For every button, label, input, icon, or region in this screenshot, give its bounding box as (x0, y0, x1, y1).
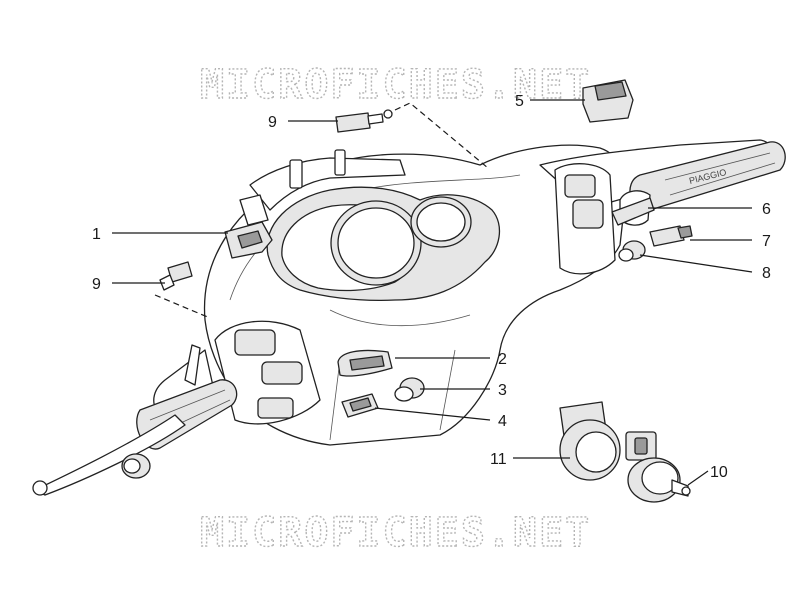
part-4-switch (341, 393, 379, 418)
part-10-ignition-lock (625, 431, 691, 503)
mirror-bracket (239, 149, 406, 226)
instrument-cluster (266, 186, 501, 302)
part-5-switch (582, 79, 634, 123)
part-9-bulb-top (335, 109, 393, 133)
callout-10: 10 (710, 464, 728, 481)
callout-9-left: 9 (92, 276, 101, 293)
callout-3: 3 (498, 382, 507, 399)
right-switch-housing (554, 163, 616, 275)
part-8-button (618, 240, 646, 262)
left-switch-housing (214, 320, 321, 425)
part-2-switch (337, 349, 393, 377)
part-11-bezel (559, 401, 621, 481)
callouts: 1 2 3 4 5 6 7 8 9 9 10 11 (92, 93, 771, 481)
callout-1: 1 (92, 226, 101, 243)
callout-7: 7 (762, 233, 771, 250)
watermark-bottom: MICROFICHES.NET (200, 510, 591, 556)
part-3-button (394, 377, 425, 402)
callout-5: 5 (515, 93, 524, 110)
part-9-bulb-left (159, 261, 193, 291)
callout-4: 4 (498, 413, 507, 430)
part-1-switch (224, 221, 273, 259)
callout-11: 11 (490, 451, 507, 468)
left-grip-and-lever (32, 344, 238, 496)
part-7-connector (649, 225, 693, 247)
watermark-top: MICROFICHES.NET (200, 62, 591, 108)
leader-lines (112, 99, 753, 486)
callout-2: 2 (498, 351, 507, 368)
callout-8: 8 (762, 265, 771, 282)
part-6-trim (611, 197, 655, 226)
callout-9-top: 9 (268, 114, 277, 131)
callout-6: 6 (762, 201, 771, 218)
